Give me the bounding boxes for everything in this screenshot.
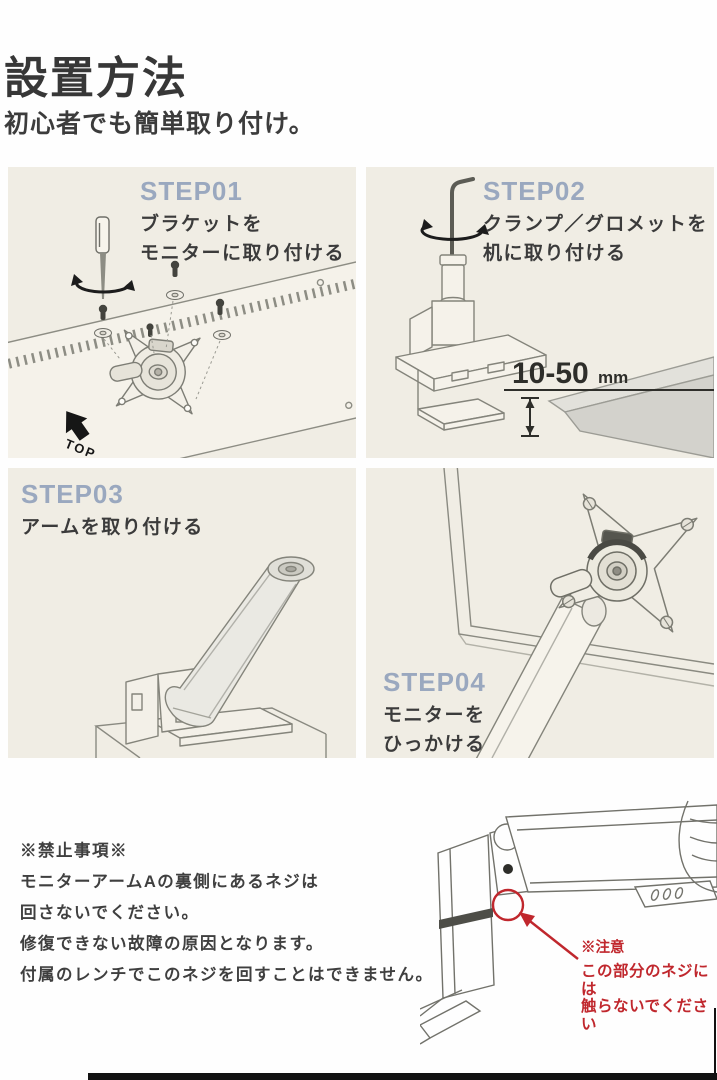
step01-label: STEP01 <box>140 176 243 206</box>
desk-icon <box>547 356 714 458</box>
step01-panel: TOP STEP01 ブラケットを モニターに取り付ける <box>8 167 356 458</box>
step02-panel: 10-50 mm STEP02 クランプ／グロメットを 机に取り付ける <box>366 167 714 458</box>
monitor-outline-icon <box>443 468 714 687</box>
step03-illustration <box>94 556 327 758</box>
step04-illustration <box>443 468 714 758</box>
page-subtitle: 初心者でも簡単取り付け。 <box>4 110 315 138</box>
caution-heading: ※注意 <box>581 940 625 956</box>
prohibition-line: 付属のレンチでこのネジを回すことはできません。 <box>20 966 434 984</box>
page-title: 設置方法 <box>4 54 188 103</box>
desk-thickness-value: 10-50 <box>512 357 589 390</box>
arm-joint-illustration <box>420 800 717 1045</box>
step04-text-line: ひっかける <box>383 734 486 755</box>
step01-text-line: モニターに取り付ける <box>140 243 346 264</box>
step04-panel: STEP04 モニターを ひっかける <box>366 468 714 758</box>
step02-illustration: 10-50 mm <box>395 177 714 458</box>
bottom-divider-bar <box>88 1073 717 1080</box>
step04-label: STEP04 <box>383 667 486 697</box>
arrow-up-icon <box>525 399 535 408</box>
step01-text-line: ブラケットを <box>140 214 264 235</box>
caution-arrow-icon <box>519 912 579 960</box>
step01-illustration: TOP <box>8 216 356 458</box>
rotation-arrow-icon <box>71 274 135 294</box>
prohibition-line: モニターアームAの裏側にあるネジは <box>20 873 320 891</box>
desk-thickness-unit: mm <box>598 368 628 387</box>
photo-edge-line <box>714 1008 716 1080</box>
rotation-arrow-icon <box>420 219 489 241</box>
arrow-down-icon <box>525 426 535 435</box>
step01-header: STEP01 ブラケットを モニターに取り付ける <box>140 176 345 268</box>
step04-text-line: モニターを <box>383 705 486 726</box>
caution-note: ※注意 この部分のネジには 触らないでください <box>581 936 717 1033</box>
quick-release-hub-icon <box>549 529 648 602</box>
prohibition-line: 修復できない故障の原因となります。 <box>20 935 324 953</box>
step03-text-line: アームを取り付ける <box>21 517 204 538</box>
hex-key-icon <box>450 177 475 265</box>
step02-label: STEP02 <box>483 176 586 206</box>
top-arrow-icon <box>65 411 90 441</box>
caution-line: この部分のネジには <box>581 963 710 998</box>
monitor-arm-icon <box>475 595 607 758</box>
caution-circle-icon <box>491 888 525 922</box>
step03-panel: STEP03 アームを取り付ける <box>8 468 356 758</box>
screwdriver-icon <box>95 216 110 299</box>
prohibition-line: 回さないでください。 <box>20 904 200 922</box>
prohibition-heading: ※禁止事項※ <box>20 842 128 860</box>
monitor-arm-icon <box>164 556 315 728</box>
desk-clamp-icon <box>395 254 547 431</box>
step03-header: STEP03 アームを取り付ける <box>21 479 204 542</box>
step03-label: STEP03 <box>21 479 124 509</box>
hand-icon <box>678 800 717 893</box>
vesa-bracket-icon <box>109 329 201 415</box>
step04-header: STEP04 モニターを ひっかける <box>383 667 486 759</box>
prohibition-note: ※禁止事項※ モニターアームAの裏側にあるネジは 回さないでください。 修復でき… <box>20 836 434 991</box>
step02-text-line: クランプ／グロメットを <box>483 214 708 235</box>
step02-text-line: 机に取り付ける <box>483 243 627 264</box>
screws-icon <box>94 260 231 400</box>
step02-header: STEP02 クランプ／グロメットを 机に取り付ける <box>483 176 708 268</box>
caution-line: 触らないでください <box>581 998 709 1033</box>
